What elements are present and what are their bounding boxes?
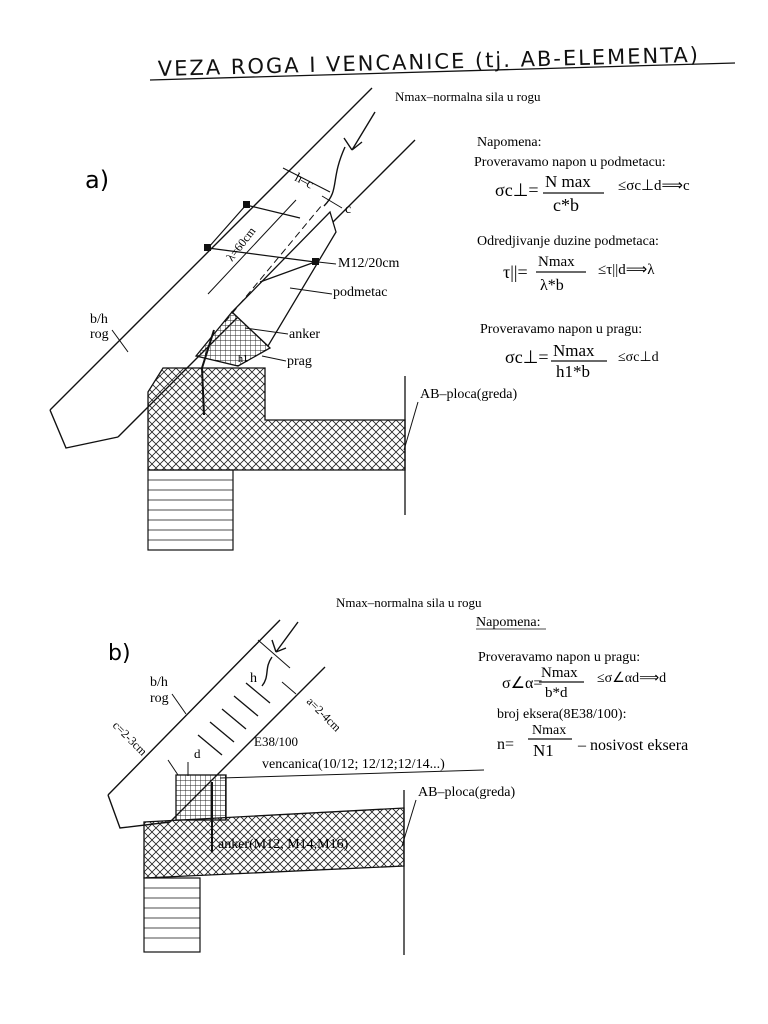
formula2-den: λ*b: [540, 277, 564, 294]
leader-prag: [261, 355, 287, 362]
bolt-lines: [207, 204, 316, 283]
formula2-lhs: τ||=: [503, 262, 528, 282]
label-h-bottom: h: [250, 671, 257, 686]
notes-line2-bottom: broj eksera(8E38/100):: [497, 707, 626, 722]
label-vencanica: vencanica(10/12; 12/12;12/14...): [262, 757, 445, 772]
formula4-den: b*d: [545, 685, 568, 701]
formula5-lhs: n=: [497, 736, 514, 753]
notes-line1-top: Proveravamo napon u podmetacu:: [474, 155, 666, 170]
page-title: VEZA ROGA I VENCANICE (tj. AB-ELEMENTA): [158, 43, 701, 81]
label-lambda: λ=60cm: [223, 224, 259, 264]
formula4-num: Nmax: [541, 665, 578, 681]
brick-lines-bottom: [144, 887, 200, 939]
label-d: d: [194, 746, 201, 761]
force-arrow-top: [323, 111, 376, 207]
leader-vencanica: [219, 769, 485, 779]
notes-line1-bottom: Proveravamo napon u pragu:: [478, 650, 640, 665]
formula5-num: Nmax: [532, 723, 566, 738]
label-podmetac: podmetac: [333, 285, 387, 300]
force-arrow-bottom: [261, 621, 299, 687]
formula5-den: N1: [533, 741, 554, 760]
formula3-num: Nmax: [553, 341, 595, 360]
bottom-detail: b) Nmax–normalna sila: [107, 595, 516, 955]
notes-heading-top: Napomena:: [477, 135, 542, 150]
formula3-den: h1*b: [556, 362, 590, 381]
formula1-den: c*b: [553, 195, 579, 215]
panel-label-a: a): [85, 166, 109, 194]
nails: [197, 682, 271, 756]
formula5-rhs: – nosivost eksera: [577, 737, 688, 754]
dim-lambda: [207, 199, 297, 295]
label-nails: E38/100: [254, 734, 298, 749]
title-underline: [149, 62, 736, 81]
anker-rod: [200, 329, 215, 416]
label-rafter-top: b/h: [90, 312, 108, 327]
brick-lines-top: [148, 479, 233, 541]
leader-anker-top: [244, 327, 289, 335]
formula3-rhs: ≤σc⊥d: [618, 350, 659, 365]
label-rafter-bottom: b/h: [150, 675, 168, 690]
label-slab-bottom: AB–ploca(greda): [418, 785, 516, 800]
top-detail: a) Nmax–normalna sila u rogu: [49, 87, 541, 551]
label-h1: h1: [238, 354, 248, 365]
label-nmax-top: Nmax–normalna sila u rogu: [395, 89, 541, 104]
vencanica-block: [175, 774, 227, 821]
formula1-rhs: ≤σc⊥d⟹c: [618, 178, 690, 194]
leader-rafter-bottom: [171, 693, 187, 715]
notes-heading-bottom: Napomena:: [476, 615, 541, 630]
notes-line2-top: Odredjivanje duzine podmetaca:: [477, 234, 659, 249]
slab-top: [147, 367, 406, 471]
leader-rafter-top: [111, 329, 129, 353]
dim-a: [281, 681, 297, 695]
formula2-rhs: ≤τ||d⟹λ: [598, 262, 655, 278]
sill-prag: [194, 311, 272, 367]
formula4-lhs: σ∠α=: [502, 675, 542, 692]
rafter-cut-line: [257, 639, 291, 669]
label-slab-top: AB–ploca(greda): [420, 387, 518, 402]
label-c-top: c: [345, 202, 351, 217]
label-a: a=2-4cm: [304, 694, 345, 735]
formula1-lhs: σc⊥=: [495, 180, 539, 200]
label-c-bottom: c=2-3cm: [110, 718, 151, 759]
leader-bolt: [317, 261, 337, 265]
leader-podmetac: [289, 287, 333, 295]
label-anker-top: anker: [289, 327, 320, 342]
dim-c-bottom: [167, 759, 179, 776]
dim-h-c: [282, 167, 331, 193]
top-notes: Napomena: Proveravamo napon u podmetacu:…: [474, 135, 690, 381]
bolt-axis: [224, 204, 323, 323]
label-anker-bottom: anker(M12, M14,M16): [218, 837, 349, 852]
leader-slab-top: [403, 401, 419, 451]
formula4-rhs: ≤σ∠αd⟹d: [597, 671, 666, 686]
bolt-mark-1: [204, 244, 211, 251]
label-nmax-bottom: Nmax–normalna sila u rogu: [336, 595, 482, 610]
formula1-num: N max: [545, 172, 591, 191]
formula3-lhs: σc⊥=: [505, 347, 549, 367]
formula2-num: Nmax: [538, 254, 575, 270]
dim-c: [321, 195, 343, 209]
label-rafter-top-2: rog: [90, 327, 109, 342]
bolt-mark-2: [243, 201, 250, 208]
label-rafter-bottom-2: rog: [150, 691, 169, 706]
label-bolt: M12/20cm: [338, 256, 400, 271]
podmetac-block: [231, 210, 337, 348]
bolt-mark-3: [312, 258, 319, 265]
brick-wall-bottom: [143, 877, 201, 953]
panel-label-b: b): [108, 641, 131, 666]
leader-slab-bottom: [401, 799, 417, 847]
bottom-notes: Napomena: Proveravamo napon u pragu: σ∠α…: [476, 615, 688, 760]
label-prag: prag: [287, 354, 312, 369]
label-h-c: h–c: [293, 169, 317, 191]
notes-line3-top: Proveravamo napon u pragu:: [480, 322, 642, 337]
